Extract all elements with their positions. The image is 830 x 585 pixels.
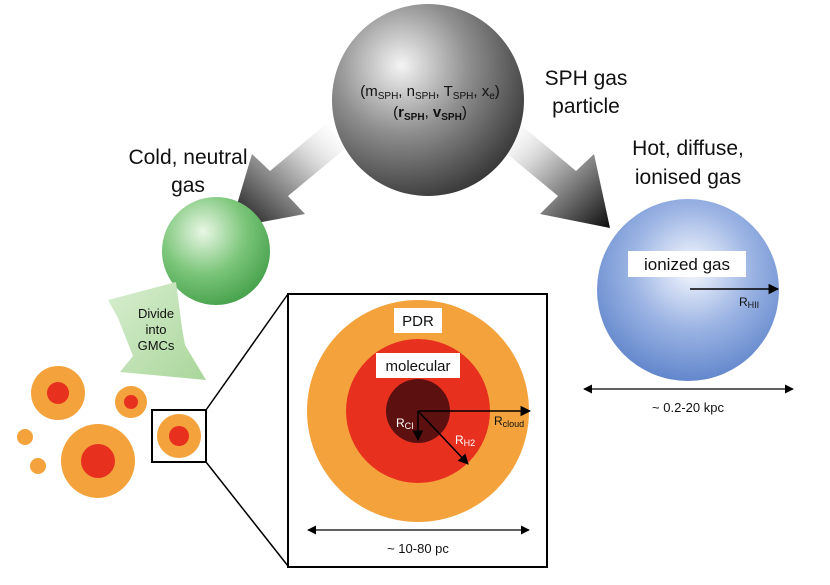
param-m-sub: SPH xyxy=(378,91,399,102)
sph-label-line1: SPH gas xyxy=(545,67,628,90)
gmc-selection-box xyxy=(151,409,207,463)
param-open: ( xyxy=(360,83,365,100)
param-x: x xyxy=(482,83,490,100)
r-hii-sub: HII xyxy=(748,300,760,310)
r-ci-sub: CI xyxy=(405,421,414,431)
param2-close: ) xyxy=(462,104,467,121)
r-ci-main: R xyxy=(396,416,405,430)
param-v-sub: SPH xyxy=(441,112,462,123)
sph-params-line1: (mSPH, nSPH, TSPH, xe) xyxy=(360,83,500,102)
r-ci-label: RCI xyxy=(396,416,414,431)
divide-line3: GMCs xyxy=(138,338,175,353)
r-hii-label: RHII xyxy=(739,295,759,310)
sph-label-line2: particle xyxy=(552,95,620,118)
param-n-sub: SPH xyxy=(415,91,436,102)
r-cloud-main: R xyxy=(494,414,503,428)
divide-line2: into xyxy=(146,322,167,337)
gmc-cloud-selected-core xyxy=(169,426,189,446)
r-hii-main: R xyxy=(739,295,748,309)
molecular-label: molecular xyxy=(385,358,450,375)
param-m: m xyxy=(365,83,378,100)
param-sep1: , xyxy=(398,83,406,100)
divide-line1: Divide xyxy=(138,306,174,321)
zoom-line-top xyxy=(205,293,289,411)
param-x-sub: e xyxy=(489,91,495,102)
cold-gas-line1: Cold, neutral xyxy=(128,146,247,169)
gmc-cloud-core xyxy=(81,444,115,478)
arrow-to-cold-gas xyxy=(230,124,346,228)
r-cloud-sub: cloud xyxy=(503,419,525,429)
gmc-cloud xyxy=(30,458,46,474)
divide-arrow xyxy=(108,282,206,380)
arrow-to-hot-gas xyxy=(500,124,610,228)
ionized-gas-label-box xyxy=(628,251,746,277)
param-v: v xyxy=(433,104,442,121)
ionized-gas-sphere xyxy=(597,199,779,381)
gmc-population xyxy=(17,366,207,498)
param2-sep: , xyxy=(425,104,433,121)
pc-scale-label: ~ 10-80 pc xyxy=(387,541,449,556)
sph-particle-sphere xyxy=(332,4,524,196)
r-cloud-label: Rcloud xyxy=(494,414,524,429)
param-r-sub: SPH xyxy=(404,112,425,123)
cold-gas-line2: gas xyxy=(171,174,205,197)
gmc-cloud xyxy=(17,429,33,445)
param-sep2: , xyxy=(436,83,444,100)
gmc-cloud-core xyxy=(124,395,138,409)
pdr-label-box xyxy=(394,308,442,333)
r-h2-sub: H2 xyxy=(464,438,476,448)
molecular-label-box xyxy=(376,353,460,378)
gmc-cloud-core xyxy=(47,382,69,404)
param-t-sub: SPH xyxy=(453,91,474,102)
pdr-label: PDR xyxy=(402,313,434,330)
param-r: r xyxy=(398,104,404,121)
r-h2-arrow xyxy=(417,410,469,465)
r-h2-label: RH2 xyxy=(455,433,475,448)
kpc-scale-label: ~ 0.2-20 kpc xyxy=(652,400,724,415)
sph-params-line2: (rSPH, vSPH) xyxy=(393,104,467,123)
param-n: n xyxy=(407,83,415,100)
r-h2-main: R xyxy=(455,433,464,447)
param-close: ) xyxy=(495,83,500,100)
param2-open: ( xyxy=(393,104,398,121)
hot-gas-line1: Hot, diffuse, xyxy=(632,137,744,160)
ionized-gas-label: ionized gas xyxy=(644,255,730,274)
cold-gas-sphere xyxy=(162,197,270,305)
param-t: T xyxy=(444,83,453,100)
zoom-line-bottom xyxy=(205,461,289,567)
hot-gas-line2: ionised gas xyxy=(635,166,741,189)
param-sep3: , xyxy=(473,83,481,100)
